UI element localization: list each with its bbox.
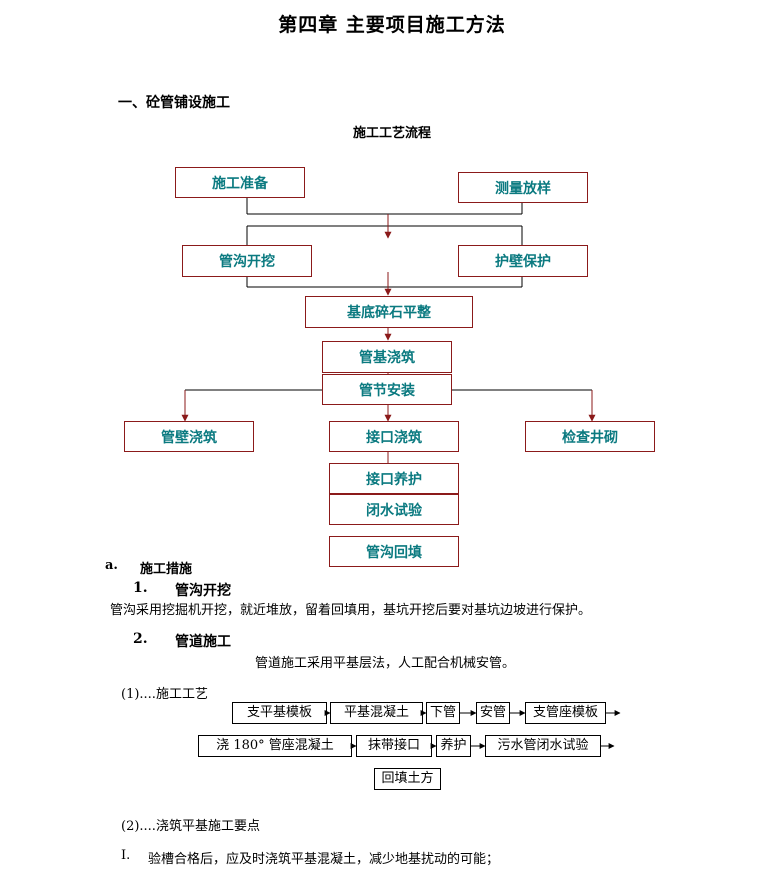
process-step: 安管: [476, 702, 510, 724]
flow-step-well: 检查井砌: [525, 421, 655, 452]
flow-step-gravel: 基底碎石平整: [305, 296, 473, 328]
process-step: 污水管闭水试验: [485, 735, 601, 757]
process-step: 浇 180° 管座混凝土: [198, 735, 352, 757]
flow-step-wall-protect: 护壁保护: [458, 245, 588, 277]
item1-number: 1.: [133, 580, 148, 596]
flow-step-backfill: 管沟回填: [329, 536, 459, 567]
process-step: 支管座模板: [525, 702, 606, 724]
item2-number: 2.: [133, 631, 148, 647]
process-step: 下管: [426, 702, 460, 724]
flow-step-prep: 施工准备: [175, 167, 305, 198]
flow-title: 施工工艺流程: [352, 126, 431, 141]
item2-title: 管道施工: [175, 634, 231, 650]
flow-step-joint-pour: 接口浇筑: [329, 421, 459, 452]
measures-title: 施工措施: [140, 562, 193, 577]
flow-step-base-pour: 管基浇筑: [322, 341, 452, 373]
process-step: 养护: [436, 735, 471, 757]
measures-label: a.: [105, 558, 118, 573]
points-label: (2)....浇筑平基施工要点: [121, 819, 260, 834]
flow-step-pipe-install: 管节安装: [322, 374, 452, 405]
process-step: 回填土方: [374, 768, 441, 790]
point1-text: 验槽合格后，应及时浇筑平基混凝土，减少地基扰动的可能；: [148, 852, 500, 867]
process-step: 支平基模板: [232, 702, 327, 724]
flow-step-water-test: 闭水试验: [329, 494, 459, 525]
process-step: 平基混凝土: [330, 702, 423, 724]
flow-connectors: [181, 198, 596, 511]
flow-step-wall-pour: 管壁浇筑: [124, 421, 254, 452]
point1-number: I.: [121, 848, 131, 863]
section-heading: 一、砼管铺设施工: [118, 95, 230, 111]
flow-step-trench: 管沟开挖: [182, 245, 312, 277]
flow-step-survey: 测量放样: [458, 172, 588, 203]
item1-title: 管沟开挖: [175, 583, 231, 599]
process-step: 抹带接口: [356, 735, 432, 757]
item1-text: 管沟采用挖掘机开挖，就近堆放，留着回填用，基坑开挖后要对基坑边坡进行保护。: [110, 603, 592, 618]
page-title: 第四章 主要项目施工方法: [278, 14, 506, 36]
item2-text: 管道施工采用平基层法，人工配合机械安管。: [255, 656, 516, 671]
flow-step-joint-cure: 接口养护: [329, 463, 459, 494]
process-label: (1)....施工工艺: [121, 687, 208, 702]
